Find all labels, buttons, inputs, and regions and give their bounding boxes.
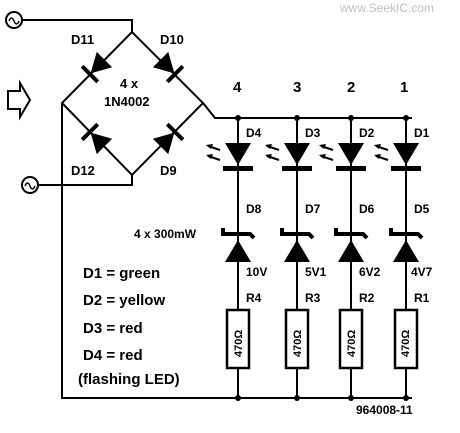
junction-dot [235,115,241,121]
junction-dot [294,115,300,121]
channel-number: 1 [400,79,408,96]
led-icon [265,143,312,171]
channel-number: 3 [293,79,301,96]
zener-label: D7 [305,202,321,216]
resistor-label: R4 [246,291,262,305]
bridge-quantity: 4 x [120,76,139,91]
resistor-value: 470Ω [400,330,412,357]
resistor-value: 470Ω [346,330,358,357]
junction-dot [235,395,241,401]
led-icon [319,143,366,171]
channel-branch [265,115,315,401]
watermark: www.SeekIC.com [339,1,434,15]
channel-components [206,115,424,401]
legend-item: D4 = red [83,347,143,364]
figure-id: 964008-11 [356,403,413,417]
resistor-icon [338,308,364,370]
diode-icon [152,51,185,84]
junction-dot [348,395,354,401]
diode-icon [80,122,113,155]
resistor-icon [225,308,251,370]
input-arrow-icon [7,79,32,121]
led-label: D4 [246,126,262,140]
resistor-icon [393,308,419,370]
zener-voltage: 5V1 [305,265,327,279]
channel-number: 4 [233,79,242,96]
channel-branch [374,115,424,401]
junction-dot [403,115,409,121]
zener-rating: 4 x 300mW [134,227,197,241]
diode-label-d10: D10 [160,32,184,47]
zener-voltage: 10V [246,265,267,279]
channel-number: 2 [347,79,355,96]
zener-label: D8 [246,202,262,216]
channel-3: 3 D3 D7 5V1 R3 [293,79,327,305]
led-label: D2 [359,126,375,140]
resistor-label: R1 [414,291,430,305]
diode-label-d11: D11 [71,32,94,47]
ac-source-icon [21,176,39,194]
zener-label: D5 [414,202,430,216]
zener-diode-icon [389,228,424,262]
zener-voltage: 6V2 [359,265,381,279]
zener-diode-icon [280,228,315,262]
zener-diode-icon [334,228,369,262]
legend-item: D1 = green [83,265,160,282]
diode-icon [152,122,185,155]
led-icon [374,143,421,171]
channel-1: 1 D1 D5 4V7 R1 [400,79,433,305]
resistor-value: 470Ω [233,330,245,357]
junction-dot [348,115,354,121]
diode-label-d9: D9 [160,163,177,178]
legend-item: D2 = yellow [83,292,165,309]
channel-4: 4 D4 D8 10V R4 [233,79,267,305]
resistor-label: R3 [305,291,321,305]
resistor-value: 470Ω [292,330,304,357]
channel-2: 2 D2 D6 6V2 R2 [347,79,381,305]
zener-voltage: 4V7 [411,265,433,279]
legend-item: D3 = red [83,320,143,337]
bridge-part: 1N4002 [104,94,150,109]
junction-dot [294,395,300,401]
led-label: D3 [305,126,321,140]
led-icon [206,143,253,171]
led-color-legend: D1 = green D2 = yellow D3 = red D4 = red… [78,265,180,388]
resistor-label: R2 [359,291,375,305]
diode-icon [80,51,113,84]
ac-source-icon [5,11,23,29]
led-label: D1 [414,126,430,140]
channel-branch [206,115,256,401]
diode-label-d12: D12 [71,163,95,178]
zener-diode-icon [221,228,256,262]
junction-dot [403,395,409,401]
legend-item: (flashing LED) [78,371,180,388]
bridge-rectifier [60,30,205,177]
resistor-icon [284,308,310,370]
channel-branch [319,115,369,401]
zener-label: D6 [359,202,375,216]
